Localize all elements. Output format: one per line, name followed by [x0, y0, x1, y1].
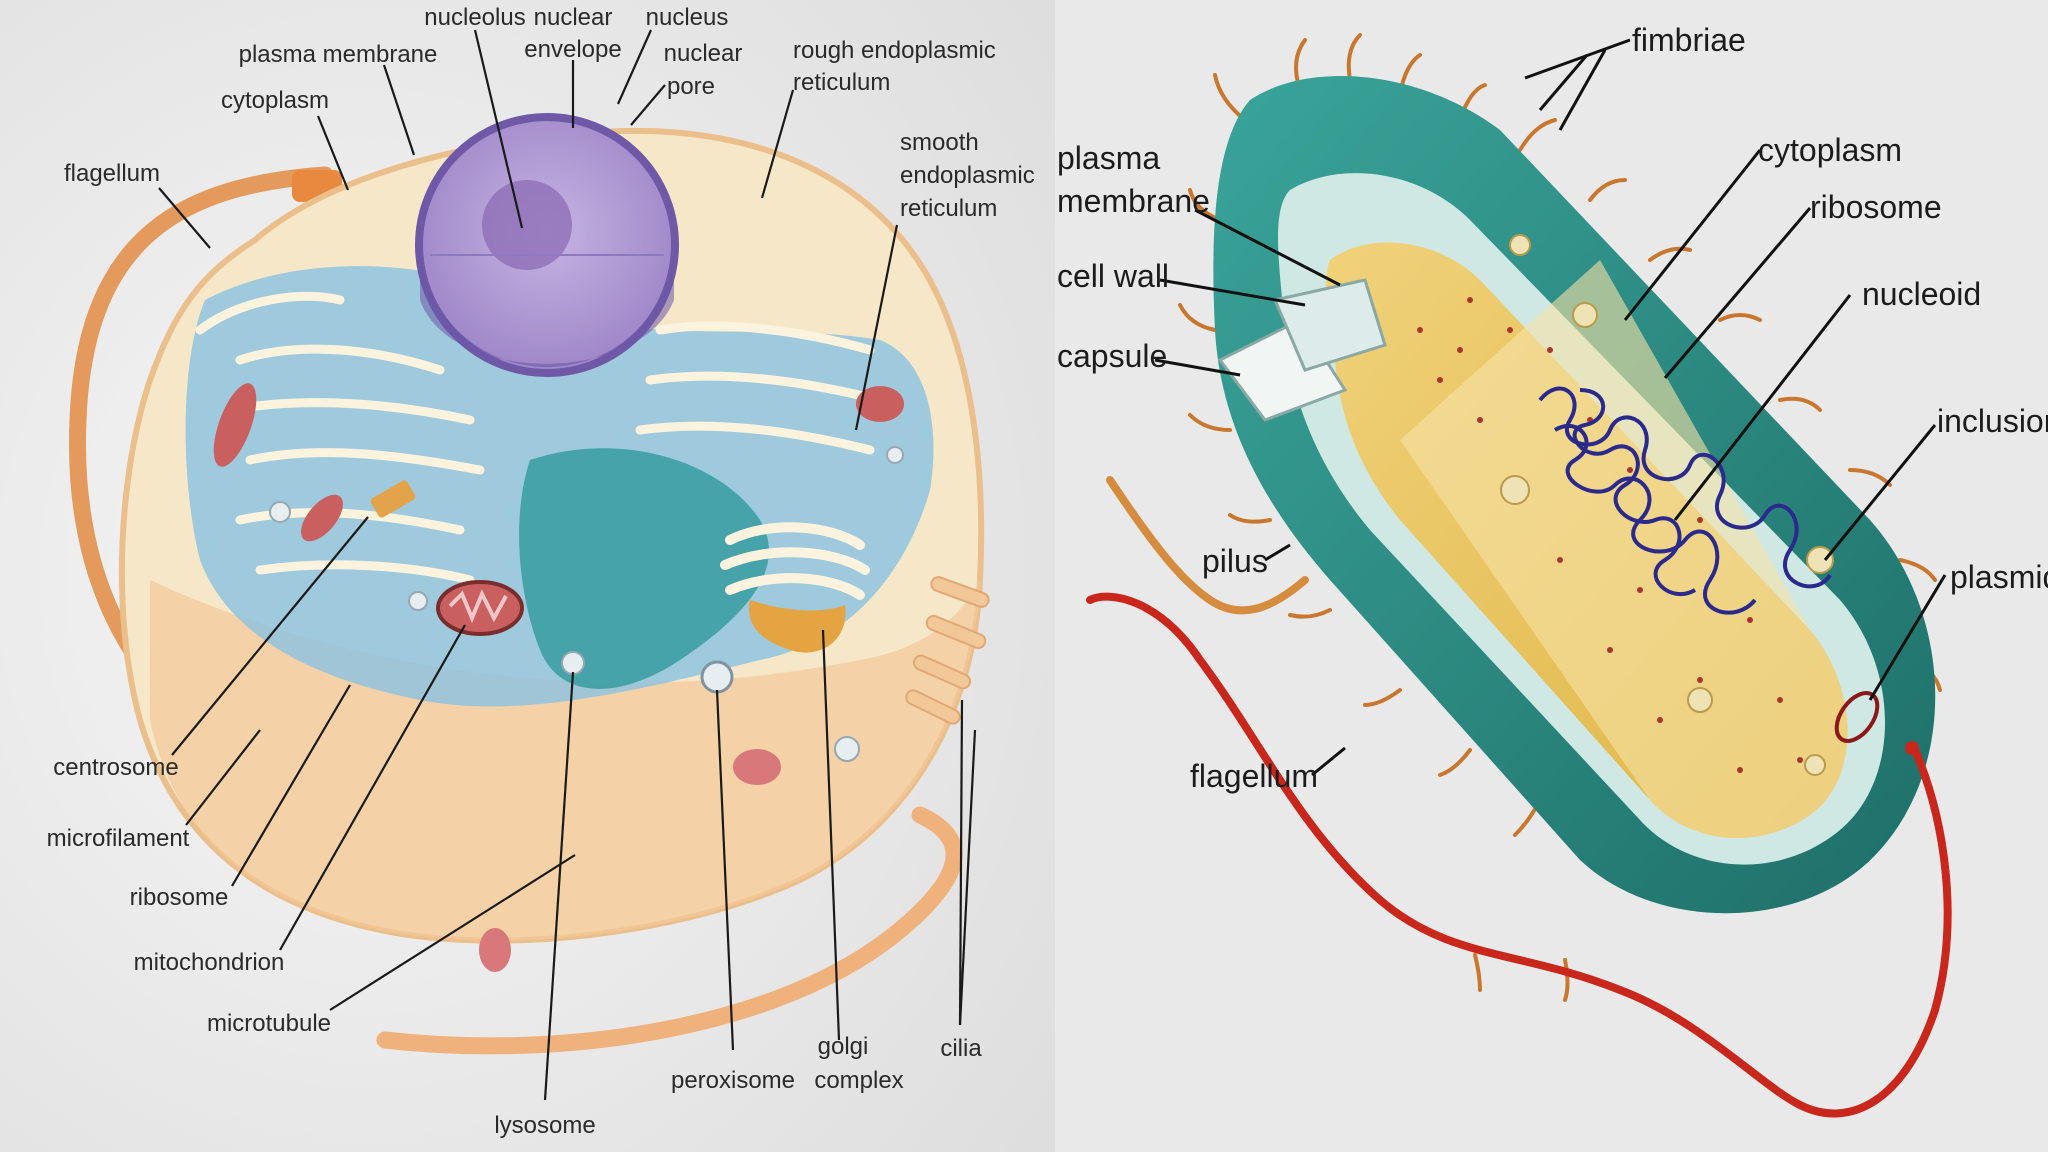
- label-smooth-er-2: endoplasmic: [900, 162, 1035, 189]
- label-microtubule: microtubule: [207, 1010, 331, 1037]
- label-fimbriae: fimbriae: [1632, 22, 1746, 58]
- cell-wall-flap: [1272, 278, 1387, 372]
- label-cell-wall: cell wall: [1057, 258, 1169, 294]
- eu-vesicle-3: [834, 736, 860, 762]
- prokaryotic-panel: fimbriae plasma membrane cytoplasm ribos…: [1055, 0, 2048, 1152]
- label-microfilament: microfilament: [47, 825, 190, 852]
- label-nuclear-envelope-1: nuclear: [534, 4, 613, 31]
- label-smooth-er-1: smooth: [900, 129, 979, 156]
- eu-er-folds: [195, 291, 885, 585]
- eu-vesicle-1: [269, 501, 291, 523]
- bacterium-cut-face: [1400, 260, 1848, 838]
- label-nucleoid: nucleoid: [1862, 276, 1981, 312]
- eu-centrosome-shape: [370, 480, 416, 518]
- pro-leader-lines: [1154, 38, 1947, 777]
- label-nuclear-pore-1: nuclear: [664, 40, 743, 67]
- label-rough-er-1: rough endoplasmic: [793, 37, 996, 64]
- eu-leader-lines: [158, 29, 977, 1101]
- label-peroxisome: peroxisome: [671, 1067, 795, 1094]
- pro-labels: fimbriae plasma membrane cytoplasm ribos…: [1057, 22, 2048, 794]
- label-plasma-membrane-pro-2: membrane: [1057, 183, 1210, 219]
- label-cytoplasm: cytoplasm: [221, 87, 329, 114]
- label-cytoplasm-pro: cytoplasm: [1758, 132, 1902, 168]
- label-nucleus: nucleus: [646, 4, 729, 31]
- eu-vesicle-4: [886, 446, 904, 464]
- label-golgi-2: complex: [814, 1067, 903, 1094]
- label-nuclear-envelope-2: envelope: [524, 36, 621, 63]
- eu-vesicle-2: [408, 591, 428, 611]
- label-lysosome: lysosome: [494, 1112, 595, 1139]
- label-golgi-1: golgi: [818, 1033, 869, 1060]
- label-rough-er-2: reticulum: [793, 69, 890, 96]
- label-plasma-membrane-pro-1: plasma: [1057, 140, 1160, 176]
- eu-mito-2: [301, 494, 343, 542]
- label-plasmid: plasmid: [1950, 559, 2048, 595]
- nucleoid-shape: [1538, 386, 1832, 615]
- eu-peroxisome-shape: [700, 660, 734, 694]
- eu-lysosome-shape: [561, 651, 585, 675]
- eu-mito-1: [213, 383, 257, 467]
- eu-bottom-projection: [376, 806, 963, 1055]
- eu-golgi-shape: [720, 522, 870, 600]
- label-pilus: pilus: [1202, 543, 1268, 579]
- label-ribosome-eu: ribosome: [130, 884, 229, 911]
- eu-smooth-er-region: [519, 448, 769, 689]
- flagellum-hook: [1905, 741, 1919, 755]
- eu-golgi-vesicle: [749, 600, 846, 653]
- label-inclusion: inclusion: [1937, 403, 2048, 439]
- label-smooth-er-3: reticulum: [900, 195, 997, 222]
- eukaryotic-panel: nucleolus nuclear envelope nucleus nucle…: [0, 0, 1055, 1152]
- eu-cilia-shapes: [905, 576, 990, 725]
- eu-mito-4: [733, 749, 781, 785]
- label-centrosome: centrosome: [53, 754, 178, 781]
- label-ribosome-pro: ribosome: [1810, 189, 1942, 225]
- inclusions: [1500, 234, 1834, 776]
- eu-mitochondrion-main: [436, 580, 524, 636]
- label-plasma-membrane: plasma membrane: [239, 41, 438, 68]
- eu-nucleolus-shape: [482, 180, 572, 270]
- label-flagellum-eu: flagellum: [64, 160, 160, 187]
- pilus-shape: [1106, 476, 1309, 615]
- bacterial-flagellum-shape: [1086, 592, 1952, 1118]
- eu-mito-5: [479, 928, 511, 972]
- eu-labels: nucleolus nuclear envelope nucleus nucle…: [47, 4, 1035, 1139]
- eu-mito-3: [856, 386, 904, 422]
- label-nucleolus: nucleolus: [424, 4, 525, 31]
- label-nuclear-pore-2: pore: [667, 73, 715, 100]
- label-flagellum-pro: flagellum: [1190, 758, 1318, 794]
- label-mitochondrion: mitochondrion: [134, 949, 285, 976]
- label-cilia: cilia: [940, 1035, 982, 1062]
- label-capsule: capsule: [1057, 338, 1167, 374]
- eu-mito-cristae: [448, 589, 508, 624]
